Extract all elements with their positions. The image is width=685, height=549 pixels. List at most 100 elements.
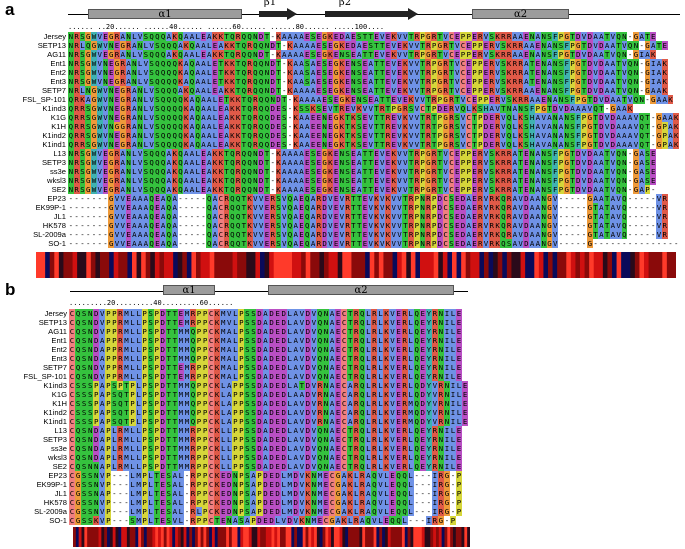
- conservation-band: [342, 527, 346, 547]
- conservation-band: [621, 252, 627, 278]
- conservation-band: [435, 527, 440, 547]
- conservation-band: [122, 252, 129, 278]
- sequence-row: -------GVVEAAAQEAQA-----QACRQQTKVVERSVQA…: [68, 194, 668, 203]
- sequence-row: NRSGWVNEGRANLVSQQQQKAQAALETKKTQRQQNDT-KA…: [68, 77, 668, 86]
- conservation-band: [657, 252, 663, 278]
- conservation-band: [292, 252, 298, 278]
- conservation-band: [333, 252, 339, 278]
- conservation-band: [285, 527, 290, 547]
- conservation-track-b: [73, 527, 470, 547]
- strand-beta1-a-label: β1: [263, 0, 277, 8]
- sequence-name: Ent3: [50, 77, 66, 86]
- conservation-band: [502, 252, 508, 278]
- conservation-band: [78, 527, 83, 547]
- conservation-band: [392, 252, 398, 278]
- sequence-row: -------GVVEAAAQEAQA-----QACRQQTKVVERSVQA…: [68, 203, 668, 212]
- conservation-band: [566, 252, 572, 278]
- conservation-band: [421, 527, 426, 547]
- helix-alpha1-b: [163, 285, 215, 295]
- sequence-name: SETP7: [42, 363, 67, 372]
- helix-alpha2-a: [472, 9, 569, 19]
- sequence-name: AG11: [47, 50, 66, 59]
- conservation-band: [160, 527, 165, 547]
- conservation-band: [305, 252, 311, 278]
- conservation-band: [331, 527, 335, 547]
- conservation-band: [424, 252, 430, 278]
- conservation-band: [127, 252, 133, 278]
- conservation-band: [497, 252, 503, 278]
- conservation-band: [141, 252, 147, 278]
- sequence-name: K1H: [51, 122, 66, 131]
- conservation-band: [200, 527, 205, 547]
- sequence-name: K1ind2: [43, 408, 67, 417]
- conservation-band: [77, 252, 83, 278]
- conservation-band: [316, 527, 321, 547]
- conservation-band: [54, 252, 60, 278]
- conservation-band: [538, 252, 545, 278]
- sequence-name: AG11: [48, 327, 67, 336]
- conservation-band: [228, 252, 234, 278]
- conservation-band: [455, 527, 460, 547]
- conservation-band: [598, 252, 604, 278]
- conservation-band: [255, 252, 261, 278]
- conservation-band: [356, 252, 362, 278]
- conservation-band: [452, 527, 457, 547]
- conservation-band: [575, 252, 581, 278]
- conservation-band: [584, 252, 590, 278]
- conservation-band: [154, 252, 161, 278]
- conservation-band: [474, 252, 481, 278]
- sequence-name: JL1: [54, 489, 67, 498]
- conservation-band: [280, 527, 284, 547]
- sequence-name: Ent2: [50, 68, 66, 77]
- conservation-band: [40, 252, 46, 278]
- conservation-band: [328, 252, 334, 278]
- conservation-track-a: [36, 252, 676, 278]
- conservation-band: [141, 527, 145, 547]
- conservation-band: [342, 252, 348, 278]
- conservation-band: [192, 527, 196, 547]
- conservation-band: [260, 252, 266, 278]
- sequence-name: Ent1: [50, 59, 66, 68]
- conservation-band: [129, 527, 134, 547]
- sequence-name: Ent1: [51, 336, 67, 345]
- sequence-name: K1ind2: [42, 131, 66, 140]
- conservation-band: [399, 527, 403, 547]
- sequence-name: SETP3: [41, 158, 66, 167]
- conservation-band: [302, 527, 307, 547]
- conservation-band: [356, 527, 361, 547]
- conservation-band: [359, 527, 363, 547]
- conservation-band: [250, 252, 257, 278]
- conservation-band: [543, 252, 549, 278]
- conservation-band: [191, 252, 197, 278]
- sequence-row: QRRSGWVNGGRANLVSQQQQKAQAALEAKKTQRQQDES-K…: [68, 122, 680, 131]
- conservation-band: [607, 252, 613, 278]
- conservation-band: [552, 252, 558, 278]
- conservation-band: [345, 527, 349, 547]
- conservation-band: [189, 527, 193, 547]
- conservation-band: [138, 527, 142, 547]
- conservation-band: [254, 527, 258, 547]
- sequence-row: NRSGWVEGRANLVSQQQAKQAALEAKKTQRQQNDT-KAAA…: [68, 176, 657, 185]
- conservation-band: [369, 252, 375, 278]
- conservation-band: [407, 527, 412, 547]
- conservation-band: [589, 252, 595, 278]
- conservation-band: [112, 527, 117, 547]
- conservation-band: [516, 252, 522, 278]
- sequence-name: SETP13: [38, 318, 67, 327]
- sequence-name: SO-1: [48, 239, 66, 248]
- sequence-name: K1ind1: [42, 140, 66, 149]
- conservation-band: [308, 527, 312, 547]
- sequence-name: wksl3: [48, 453, 67, 462]
- panel-label-a: a: [5, 0, 15, 19]
- conservation-band: [186, 527, 190, 547]
- conservation-band: [248, 527, 253, 547]
- conservation-band: [458, 527, 463, 547]
- conservation-band: [109, 252, 115, 278]
- conservation-band: [243, 527, 247, 547]
- conservation-band: [132, 252, 138, 278]
- conservation-band: [205, 252, 211, 278]
